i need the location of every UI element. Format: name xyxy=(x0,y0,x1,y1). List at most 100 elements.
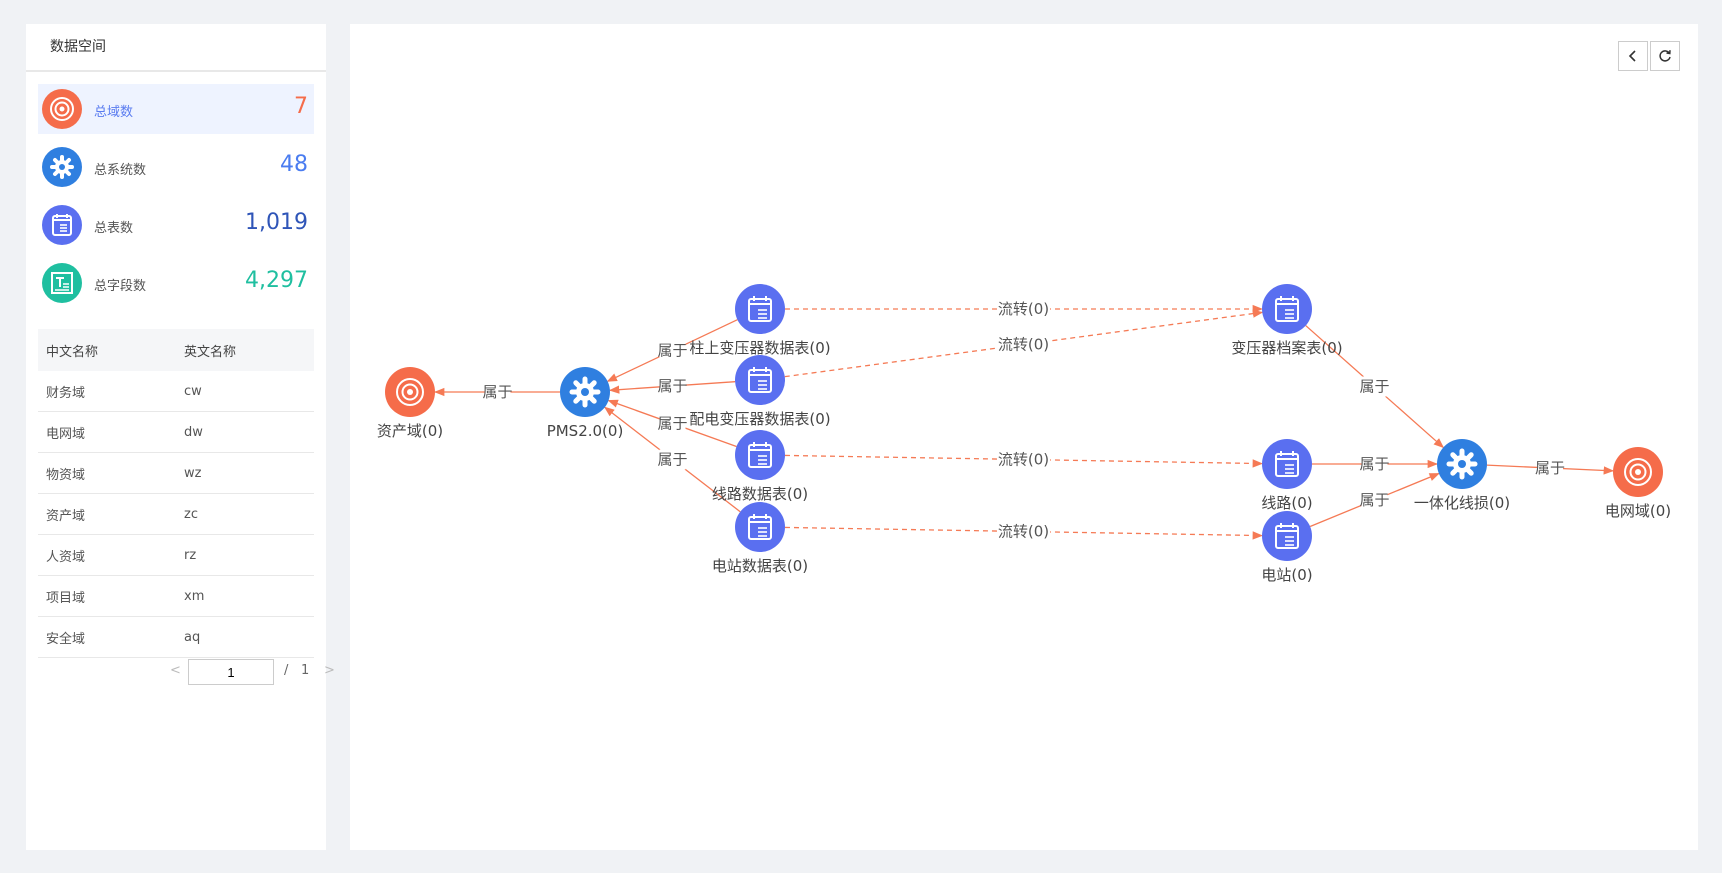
edge-label-bg xyxy=(997,334,1050,355)
chevron-left-icon xyxy=(1628,50,1636,62)
graph-node[interactable]: 柱上变压器数据表(0) xyxy=(689,284,831,357)
graph-node[interactable]: 一体化线损(0) xyxy=(1414,439,1510,512)
panel-title: 数据空间 xyxy=(26,24,326,72)
stat-label: 总系统数 xyxy=(94,163,147,178)
stat-fields[interactable]: 总字段数 4,297 xyxy=(38,258,314,308)
data-space-panel: 数据空间 总域数 7 总系统数 48 总表数 1,019 xyxy=(26,24,335,850)
node-circle[interactable] xyxy=(1262,284,1312,334)
table-icon xyxy=(748,514,772,540)
table-icon xyxy=(748,442,772,468)
edge-label: 流转(0) xyxy=(998,451,1049,469)
refresh-button[interactable] xyxy=(1650,41,1680,71)
cell-en: rz xyxy=(176,534,314,576)
cell-cn: 安全域 xyxy=(38,616,176,658)
cell-en: aq xyxy=(176,616,314,658)
node-circle[interactable] xyxy=(735,355,785,405)
cell-cn: 人资域 xyxy=(38,534,176,576)
edge-label: 属于 xyxy=(657,377,687,395)
edge-label: 属于 xyxy=(1359,491,1389,509)
node-label: 电网域(0) xyxy=(1605,502,1671,520)
stat-tables[interactable]: 总表数 1,019 xyxy=(38,200,314,250)
edge-label-bg xyxy=(1537,458,1563,478)
edge-label: 属于 xyxy=(1359,455,1389,473)
domain-icon xyxy=(1624,458,1652,486)
graph-node[interactable]: 资产域(0) xyxy=(377,367,443,440)
node-circle[interactable] xyxy=(735,284,785,334)
prev-page-icon[interactable]: < xyxy=(170,663,181,678)
table-icon xyxy=(42,205,82,245)
node-label: 一体化线损(0) xyxy=(1414,494,1510,512)
domain-icon xyxy=(396,378,424,406)
cell-cn: 物资域 xyxy=(38,452,176,494)
edge-label-bg xyxy=(1361,454,1388,474)
cell-en: xm xyxy=(176,575,314,617)
edge-label: 流转(0) xyxy=(998,523,1049,541)
edge-label-bg xyxy=(1361,490,1388,510)
node-label: 电站(0) xyxy=(1261,566,1312,584)
stat-value: 4,297 xyxy=(245,268,308,293)
table-icon xyxy=(1275,523,1299,549)
node-circle[interactable] xyxy=(1262,439,1312,489)
cell-en: dw xyxy=(176,411,314,453)
gear-icon xyxy=(569,376,601,408)
table-header-row: 中文名称 英文名称 xyxy=(38,329,314,371)
stat-label: 总域数 xyxy=(94,105,134,120)
page-input[interactable] xyxy=(188,659,274,685)
graph-node[interactable]: 变压器档案表(0) xyxy=(1231,284,1343,357)
graph-node[interactable]: 电网域(0) xyxy=(1605,447,1671,520)
node-circle[interactable] xyxy=(735,502,785,552)
node-label: 电站数据表(0) xyxy=(712,557,808,575)
graph-node[interactable]: 线路数据表(0) xyxy=(712,430,808,503)
stat-label: 总表数 xyxy=(94,221,134,236)
gear-icon xyxy=(1446,448,1478,480)
node-label: 变压器档案表(0) xyxy=(1231,339,1342,357)
pagination: < / 1 > xyxy=(146,659,335,685)
left-edge-decoration xyxy=(0,440,8,700)
cell-en: zc xyxy=(176,493,314,535)
next-page-icon[interactable]: > xyxy=(324,663,335,678)
domain-icon xyxy=(42,89,82,129)
page-separator: / xyxy=(284,663,289,678)
back-button[interactable] xyxy=(1618,41,1648,71)
column-header-cn: 中文名称 xyxy=(38,329,176,371)
graph-node[interactable]: 电站(0) xyxy=(1261,511,1313,584)
table-icon xyxy=(1275,296,1299,322)
node-label: PMS2.0(0) xyxy=(547,422,624,440)
graph-node[interactable]: PMS2.0(0) xyxy=(547,367,624,440)
table-icon xyxy=(748,367,772,393)
column-header-en: 英文名称 xyxy=(176,329,314,371)
node-circle[interactable] xyxy=(735,430,785,480)
node-label: 配电变压器数据表(0) xyxy=(689,410,830,428)
graph-node[interactable]: 线路(0) xyxy=(1261,439,1313,512)
edge-label-bg xyxy=(659,413,686,434)
cell-cn: 项目域 xyxy=(38,575,176,617)
graph-node[interactable]: 配电变压器数据表(0) xyxy=(689,355,831,428)
edge-label-bg xyxy=(659,340,686,361)
node-label: 线路数据表(0) xyxy=(712,485,808,503)
page-total: 1 xyxy=(301,663,310,678)
node-label: 线路(0) xyxy=(1261,494,1312,512)
stat-systems[interactable]: 总系统数 48 xyxy=(38,142,314,192)
cell-en: cw xyxy=(176,371,314,412)
table-icon xyxy=(1275,451,1299,477)
stat-value: 7 xyxy=(294,94,308,119)
edge-label: 属于 xyxy=(657,342,687,360)
stat-domains[interactable]: 总域数 7 xyxy=(38,84,314,134)
graph-panel: 属于属于属于属于属于流转(0)流转(0)流转(0)流转(0)属于属于属于属于 资… xyxy=(350,24,1698,850)
edge-label: 属于 xyxy=(482,383,512,401)
graph-node[interactable]: 电站数据表(0) xyxy=(712,502,808,575)
edge-label: 属于 xyxy=(657,451,687,469)
cell-cn: 财务域 xyxy=(38,371,176,412)
edge-label-bg xyxy=(997,449,1050,470)
node-circle[interactable] xyxy=(1262,511,1312,561)
gear-icon xyxy=(42,147,82,187)
